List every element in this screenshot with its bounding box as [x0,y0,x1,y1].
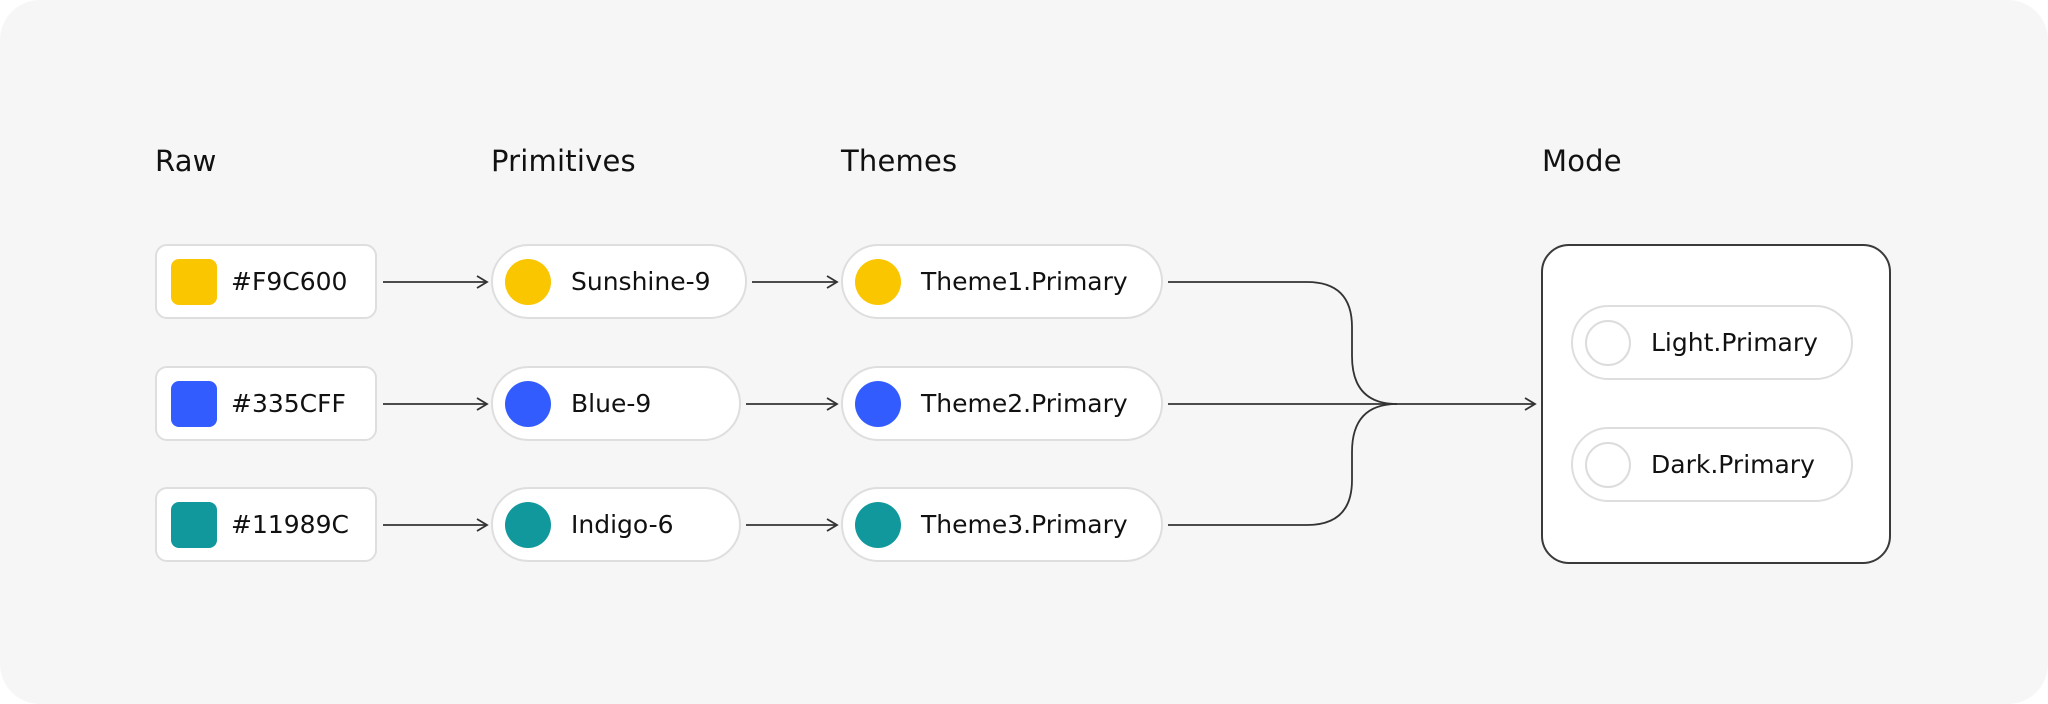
empty-color-dot [1585,319,1631,366]
color-swatch [171,258,217,305]
primitive-node: Indigo-6 [491,487,741,562]
mode-container [1541,244,1891,564]
theme-node-label: Theme1.Primary [921,267,1128,296]
mode-node-label: Dark.Primary [1651,450,1815,479]
theme-node-label: Theme2.Primary [921,389,1128,418]
raw-node-label: #F9C600 [231,267,348,296]
raw-node-label: #335CFF [231,389,346,418]
theme-node: Theme2.Primary [841,366,1163,441]
primitive-node: Blue-9 [491,366,741,441]
merge-line-theme1 [1168,281,1398,405]
raw-node: #11989C [155,487,377,562]
color-dot [505,501,551,548]
mode-node-label: Light.Primary [1651,328,1818,357]
column-title-mode: Mode [1542,144,1622,178]
column-title-themes: Themes [841,144,958,178]
theme-node-label: Theme3.Primary [921,510,1128,539]
primitive-node: Sunshine-9 [491,244,747,319]
color-swatch [171,380,217,427]
color-dot [855,258,901,305]
raw-node: #335CFF [155,366,377,441]
merge-line-theme3 [1168,403,1398,526]
mode-node: Dark.Primary [1571,427,1853,502]
theme-node: Theme1.Primary [841,244,1163,319]
mode-node: Light.Primary [1571,305,1853,380]
column-title-raw: Raw [155,144,217,178]
raw-node-label: #11989C [231,510,349,539]
theme-node: Theme3.Primary [841,487,1163,562]
raw-node: #F9C600 [155,244,377,319]
primitive-node-label: Blue-9 [571,389,652,418]
color-dot [505,380,551,427]
color-dot [855,501,901,548]
column-title-primitives: Primitives [491,144,636,178]
empty-color-dot [1585,441,1631,488]
primitive-node-label: Sunshine-9 [571,267,711,296]
primitive-node-label: Indigo-6 [571,510,674,539]
color-dot [505,258,551,305]
color-swatch [171,501,217,548]
color-dot [855,380,901,427]
